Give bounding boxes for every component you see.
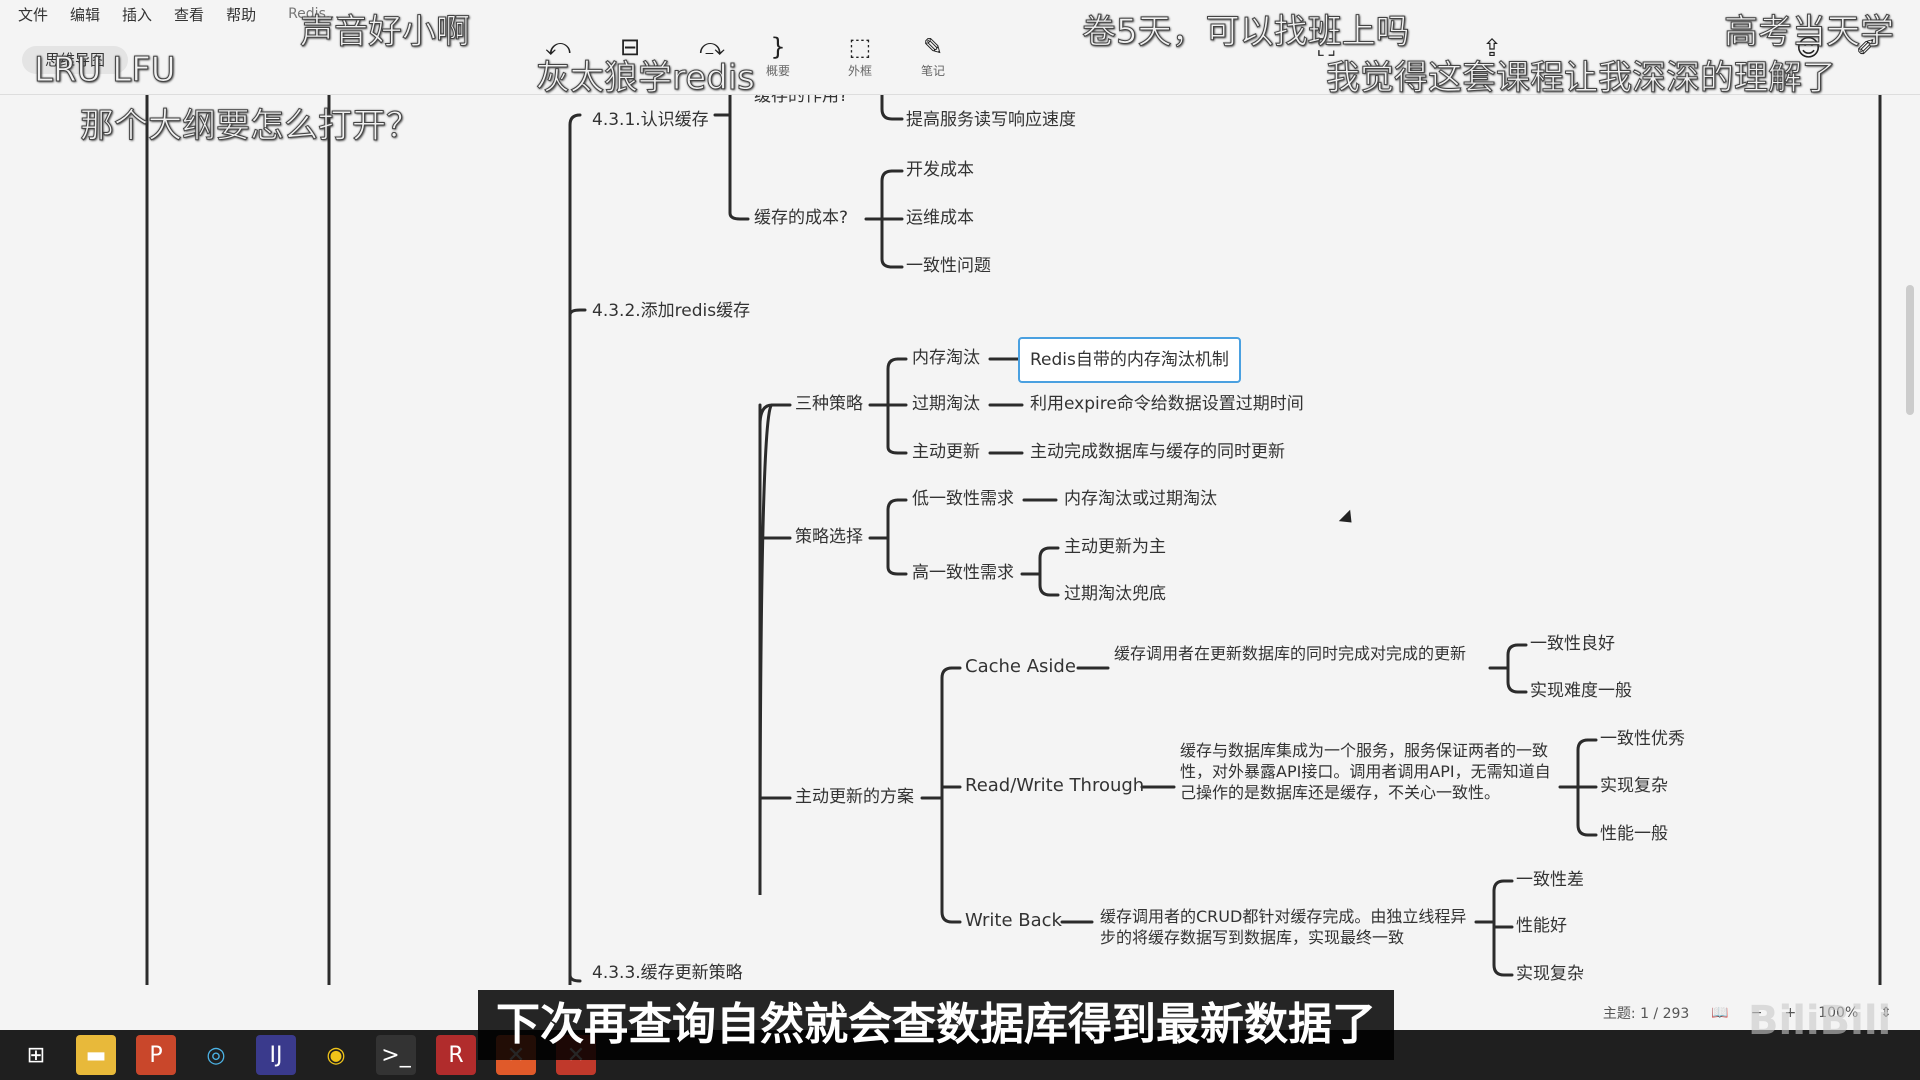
menu-file[interactable]: 文件 bbox=[18, 5, 49, 24]
emoji-icon[interactable]: ☺ bbox=[1796, 34, 1822, 62]
topic-high-active-main[interactable]: 主动更新为主 bbox=[1064, 537, 1166, 557]
topic-rw-excellent-consistency[interactable]: 一致性优秀 bbox=[1600, 729, 1685, 749]
boundary-tool-button[interactable]: ⬚外框 bbox=[832, 32, 888, 88]
relation-tool-button[interactable]: ⤼ bbox=[684, 32, 740, 88]
relation-icon: ⤼ bbox=[699, 33, 725, 61]
menu-bar: 文件 编辑 插入 查看 帮助 Redis... bbox=[0, 0, 1920, 28]
window-title: Redis... bbox=[288, 6, 340, 22]
video-subtitle: 下次再查询自然就会查数据库得到最新数据了 bbox=[478, 990, 1394, 1060]
danmaku-comment: 卷5天，可以找班上吗 bbox=[1082, 12, 1411, 53]
topic-tool-button[interactable]: ⤺ bbox=[530, 32, 586, 88]
topic-ops-cost[interactable]: 运维成本 bbox=[906, 208, 974, 228]
bilibili-watermark: BiliBili bbox=[1748, 998, 1892, 1044]
danmaku-comment: 灰太狼学redis bbox=[536, 58, 756, 99]
topic-rw-through[interactable]: Read/Write Through bbox=[965, 775, 1145, 796]
share-icon[interactable]: ⇪ bbox=[1482, 34, 1503, 62]
topic-dev-cost[interactable]: 开发成本 bbox=[906, 160, 974, 180]
topic-expire-evict[interactable]: 过期淘汰 bbox=[912, 394, 980, 414]
topic-wb-complex-impl[interactable]: 实现复杂 bbox=[1516, 964, 1584, 984]
vertical-scrollbar[interactable] bbox=[1906, 285, 1914, 415]
menu-view[interactable]: 查看 bbox=[174, 5, 205, 24]
zoom-in-button[interactable]: + bbox=[1784, 1005, 1797, 1021]
powerpoint-icon[interactable]: P bbox=[136, 1035, 176, 1075]
taskbar: ⊞ ▬ P ◎ IJ ◉ >_ R ✕ ✕ bbox=[0, 1030, 1920, 1080]
note-tool-button[interactable]: ✎笔记 bbox=[905, 32, 961, 88]
topic-rw-avg-perf[interactable]: 性能一般 bbox=[1600, 824, 1668, 844]
topic-cache-aside[interactable]: Cache Aside bbox=[965, 656, 1076, 677]
topic-active-update-desc[interactable]: 主动完成数据库与缓存的同时更新 bbox=[1030, 442, 1285, 462]
topic-high-consistency[interactable]: 高一致性需求 bbox=[912, 563, 1014, 583]
topic-wb-good-perf[interactable]: 性能好 bbox=[1516, 916, 1567, 936]
danmaku-comment: 声音好小啊 bbox=[300, 12, 471, 53]
mode-switch-button[interactable]: 思维导图 bbox=[22, 46, 128, 74]
danmaku-comment: 那个大纲要怎么打开？ bbox=[80, 106, 421, 147]
topic-rw-complex-impl[interactable]: 实现复杂 bbox=[1600, 776, 1668, 796]
outline-view-icon[interactable]: 📖 bbox=[1711, 1005, 1729, 1021]
topic-count: 主题: 1 / 293 bbox=[1602, 1006, 1690, 1022]
topic-4-3-3[interactable]: 4.3.3.缓存更新策略 bbox=[592, 963, 743, 983]
browser-edge-icon[interactable]: ◎ bbox=[206, 1042, 226, 1068]
topic-write-back[interactable]: Write Back bbox=[965, 910, 1062, 931]
format-icon[interactable]: ✐ bbox=[1856, 34, 1877, 62]
subtopic-tool-button[interactable]: ⊟ bbox=[602, 32, 658, 88]
file-explorer-icon[interactable]: ▬ bbox=[76, 1035, 116, 1075]
zen-mode-icon[interactable]: ⛶ bbox=[1318, 34, 1335, 62]
topic-mem-evict[interactable]: 内存淘汰 bbox=[912, 348, 980, 368]
boundary-icon: ⬚ bbox=[848, 33, 872, 61]
zoom-out-button[interactable]: − bbox=[1750, 1005, 1763, 1021]
topic-consistency-issue[interactable]: 一致性问题 bbox=[906, 256, 991, 276]
intellij-icon[interactable]: IJ bbox=[256, 1035, 296, 1075]
terminal-icon[interactable]: >_ bbox=[376, 1035, 416, 1075]
topic-mem-evict-desc[interactable]: Redis自带的内存淘汰机制 bbox=[1018, 337, 1241, 383]
zoom-stepper-icon[interactable]: ⇕ bbox=[1880, 1005, 1892, 1021]
menu-insert[interactable]: 插入 bbox=[122, 5, 153, 24]
topic-active-update-plans[interactable]: 主动更新的方案 bbox=[795, 787, 914, 807]
menu-help[interactable]: 帮助 bbox=[226, 5, 257, 24]
topic-low-consistency[interactable]: 低一致性需求 bbox=[912, 489, 1014, 509]
topic-three-strategies[interactable]: 三种策略 bbox=[795, 394, 863, 414]
topic-improve-speed[interactable]: 提高服务读写响应速度 bbox=[906, 110, 1076, 130]
chrome-icon[interactable]: ◉ bbox=[326, 1042, 346, 1068]
danmaku-comment: 高考当天学 bbox=[1724, 12, 1895, 53]
topic-high-expire-fallback[interactable]: 过期淘汰兜底 bbox=[1064, 584, 1166, 604]
summary-icon: } bbox=[770, 33, 786, 61]
danmaku-comment: 我觉得这套课程让我深深的理解了 bbox=[1326, 58, 1837, 99]
redis-desktop-icon[interactable]: R bbox=[436, 1035, 476, 1075]
topic-ca-impl-difficulty[interactable]: 实现难度一般 bbox=[1530, 681, 1632, 701]
topic-wb-poor-consistency[interactable]: 一致性差 bbox=[1516, 870, 1584, 890]
topic-active-update[interactable]: 主动更新 bbox=[912, 442, 980, 462]
topic-cache-aside-desc[interactable]: 缓存调用者在更新数据库的同时完成对完成的更新 bbox=[1114, 644, 1467, 663]
topic-write-back-desc[interactable]: 缓存调用者的CRUD都针对缓存完成。由独立线程异步的将缓存数据写到数据库，实现最… bbox=[1100, 907, 1467, 947]
topic-4-3-1[interactable]: 4.3.1.认识缓存 bbox=[592, 110, 709, 130]
topic-cache-role[interactable]: 缓存的作用? bbox=[754, 95, 849, 106]
topic-cache-cost[interactable]: 缓存的成本? bbox=[754, 208, 849, 228]
topic-ca-good-consistency[interactable]: 一致性良好 bbox=[1530, 634, 1615, 654]
summary-tool-button[interactable]: }概要 bbox=[750, 32, 806, 88]
danmaku-comment: LRU LFU bbox=[34, 50, 177, 91]
topic-expire-evict-desc[interactable]: 利用expire命令给数据设置过期时间 bbox=[1030, 394, 1304, 414]
toolbar: 思维导图 ⤺ ⊟ ⤼ }概要 ⬚外框 ✎笔记 ⛶ ⇪ ☺ ✐ bbox=[0, 28, 1920, 95]
zoom-level[interactable]: 100% bbox=[1818, 1005, 1859, 1021]
mindmap-connectors bbox=[145, 95, 1882, 985]
menu-edit[interactable]: 编辑 bbox=[70, 5, 101, 24]
topic-icon: ⤺ bbox=[545, 33, 571, 61]
mindmap-canvas[interactable]: 4.3.1.认识缓存 缓存的作用? 提高服务读写响应速度 缓存的成本? 开发成本… bbox=[0, 95, 1920, 985]
windows-start-icon[interactable]: ⊞ bbox=[26, 1042, 46, 1068]
topic-strategy-choice[interactable]: 策略选择 bbox=[795, 527, 863, 547]
topic-low-consistency-desc[interactable]: 内存淘汰或过期淘汰 bbox=[1064, 489, 1217, 509]
subtopic-icon: ⊟ bbox=[619, 33, 641, 61]
topic-rw-through-desc[interactable]: 缓存与数据库集成为一个服务，服务保证两者的一致性，对外暴露API接口。调用者调用… bbox=[1180, 741, 1551, 802]
topic-4-3-2[interactable]: 4.3.2.添加redis缓存 bbox=[592, 301, 751, 321]
note-icon: ✎ bbox=[922, 33, 944, 61]
